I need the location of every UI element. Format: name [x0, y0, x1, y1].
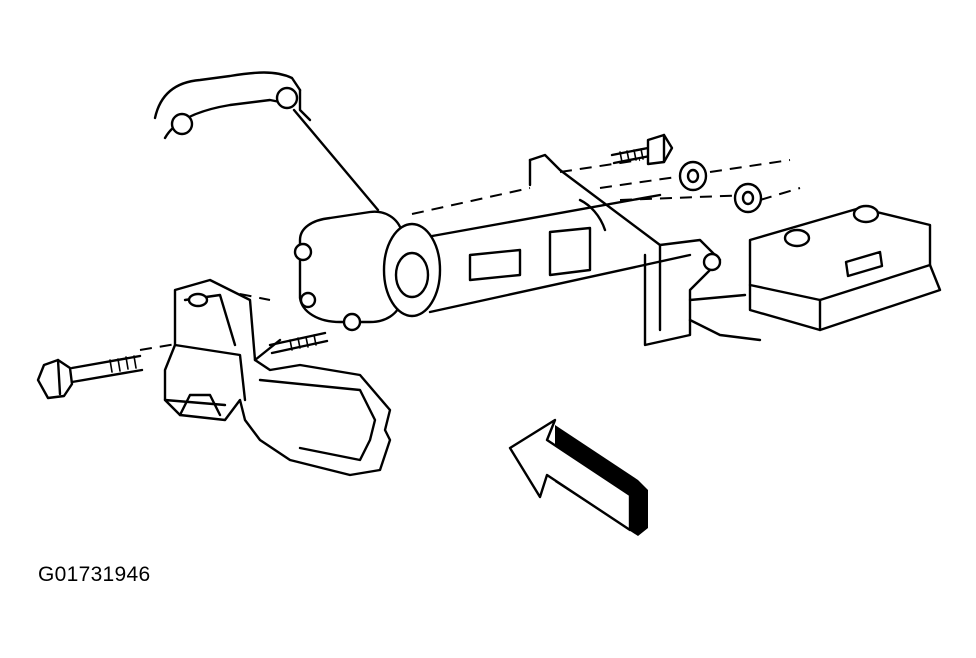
left-bolt [36, 354, 144, 400]
right-support-bracket [528, 153, 747, 347]
direction-arrow-icon [508, 418, 648, 536]
figure-id-label: G01731946 [38, 563, 151, 586]
steering-shaft-tube [408, 193, 692, 314]
stud-bolt [268, 331, 329, 355]
mount-body [293, 210, 442, 332]
mounting-plate [688, 204, 942, 342]
nuts [678, 160, 763, 214]
lower-left-bracket [163, 278, 392, 477]
top-bolt [610, 133, 674, 166]
upper-housing [153, 71, 380, 212]
